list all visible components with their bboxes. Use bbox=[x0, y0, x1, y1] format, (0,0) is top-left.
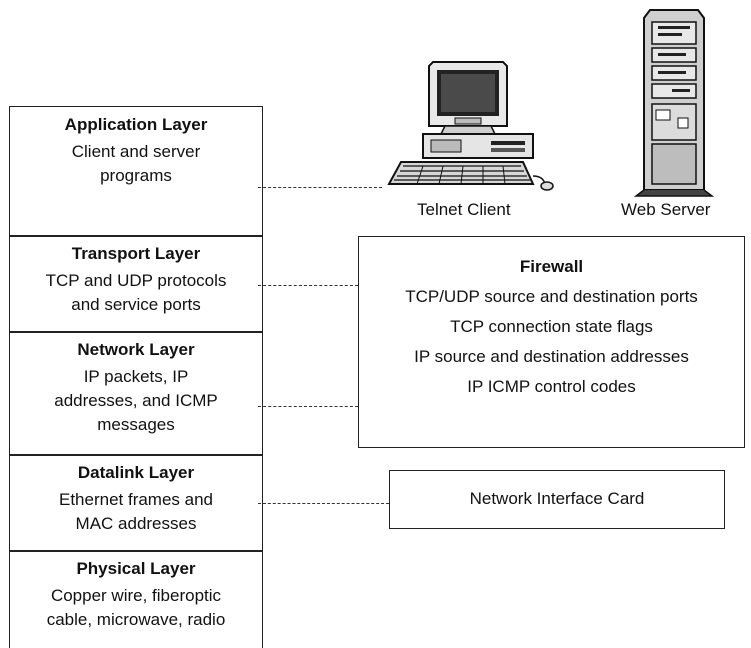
firewall-item-state-flags: TCP connection state flags bbox=[450, 317, 653, 336]
network-layer-title: Network Layer bbox=[77, 340, 195, 359]
web-server-label: Web Server bbox=[621, 200, 711, 219]
network-layer-box: Network Layer IP packets, IP addresses, … bbox=[9, 331, 263, 456]
datalink-layer-box: Datalink Layer Ethernet frames and MAC a… bbox=[9, 454, 263, 552]
desktop-computer-icon bbox=[387, 61, 554, 191]
nic-box: Network Interface Card bbox=[389, 470, 725, 529]
datalink-layer-title: Datalink Layer bbox=[77, 463, 195, 482]
network-layer-desc-1: IP packets, IP bbox=[83, 367, 189, 386]
firewall-title: Firewall bbox=[519, 257, 584, 276]
transport-layer-desc-2: and service ports bbox=[71, 295, 201, 314]
transport-layer-box: Transport Layer TCP and UDP protocols an… bbox=[9, 235, 263, 333]
transport-layer-title: Transport Layer bbox=[71, 244, 201, 263]
physical-layer-box: Physical Layer Copper wire, fiberoptic c… bbox=[9, 550, 263, 648]
connector-transport-to-firewall bbox=[258, 285, 358, 286]
application-layer-desc-1: Client and server bbox=[71, 142, 201, 161]
connector-datalink-to-nic bbox=[258, 503, 389, 504]
connector-application-to-client bbox=[258, 187, 382, 188]
firewall-box: Firewall TCP/UDP source and destination … bbox=[358, 236, 745, 448]
transport-layer-desc-1: TCP and UDP protocols bbox=[45, 271, 227, 290]
network-layer-desc-2: addresses, and ICMP bbox=[54, 391, 218, 410]
telnet-client-label: Telnet Client bbox=[417, 200, 511, 219]
firewall-item-ports: TCP/UDP source and destination ports bbox=[405, 287, 698, 306]
physical-layer-desc-1: Copper wire, fiberoptic bbox=[50, 586, 222, 605]
connector-network-to-firewall bbox=[258, 406, 358, 407]
network-layer-desc-3: messages bbox=[97, 415, 175, 434]
physical-layer-desc-2: cable, microwave, radio bbox=[46, 610, 226, 629]
firewall-item-ip-addresses: IP source and destination addresses bbox=[414, 347, 689, 366]
application-layer-desc-2: programs bbox=[100, 166, 172, 185]
firewall-item-icmp-codes: IP ICMP control codes bbox=[467, 377, 636, 396]
datalink-layer-desc-2: MAC addresses bbox=[75, 514, 197, 533]
server-tower-icon bbox=[633, 9, 715, 197]
datalink-layer-desc-1: Ethernet frames and bbox=[58, 490, 214, 509]
application-layer-title: Application Layer bbox=[64, 115, 208, 134]
physical-layer-title: Physical Layer bbox=[76, 559, 196, 578]
nic-label: Network Interface Card bbox=[469, 489, 645, 508]
application-layer-box: Application Layer Client and server prog… bbox=[9, 106, 263, 237]
